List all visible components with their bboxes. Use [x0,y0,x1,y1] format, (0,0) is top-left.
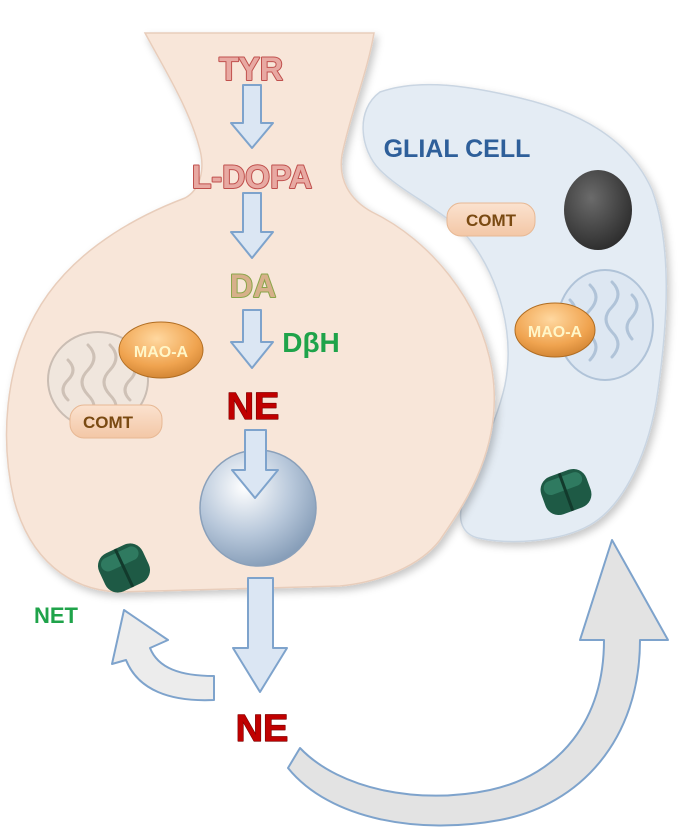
l-dopa-label: L-DOPA [192,159,312,195]
glial-comt-label: COMT [466,211,517,230]
net-transporter-icon [97,543,151,593]
ne-released-label: NE [236,708,289,750]
arrow-da-to-ne [230,309,274,369]
glial-nucleus [564,170,632,250]
neuron-mao-a-label: MAO-A [134,344,189,361]
glial-transporter-icon [540,468,592,516]
ne-inside-label: NE [227,386,280,428]
neuron-comt-pill [69,404,163,439]
neuron-mao-a-oval [118,321,204,379]
pathway-arrows [230,84,288,693]
neuron-comt-label: COMT [83,413,134,432]
da-label: DA [230,268,276,304]
glial-mao-a-label: MAO-A [528,324,583,341]
reuptake-arrow-to-glia [287,539,669,827]
dbh-enzyme-label: DβH [282,327,340,358]
reuptake-arrow-to-neuron [111,609,215,702]
arrow-ldopa-to-da [230,192,274,259]
arrow-release [232,577,288,693]
arrow-tyr-to-ldopa [230,84,274,149]
glial-comt-pill [446,202,536,237]
glial-mao-a-oval [514,302,596,358]
net-label: NET [34,603,79,628]
tyr-label: TYR [219,51,283,87]
arrow-ne-to-vesicle [231,429,279,499]
glial-cell-title: GLIAL CELL [384,135,531,163]
